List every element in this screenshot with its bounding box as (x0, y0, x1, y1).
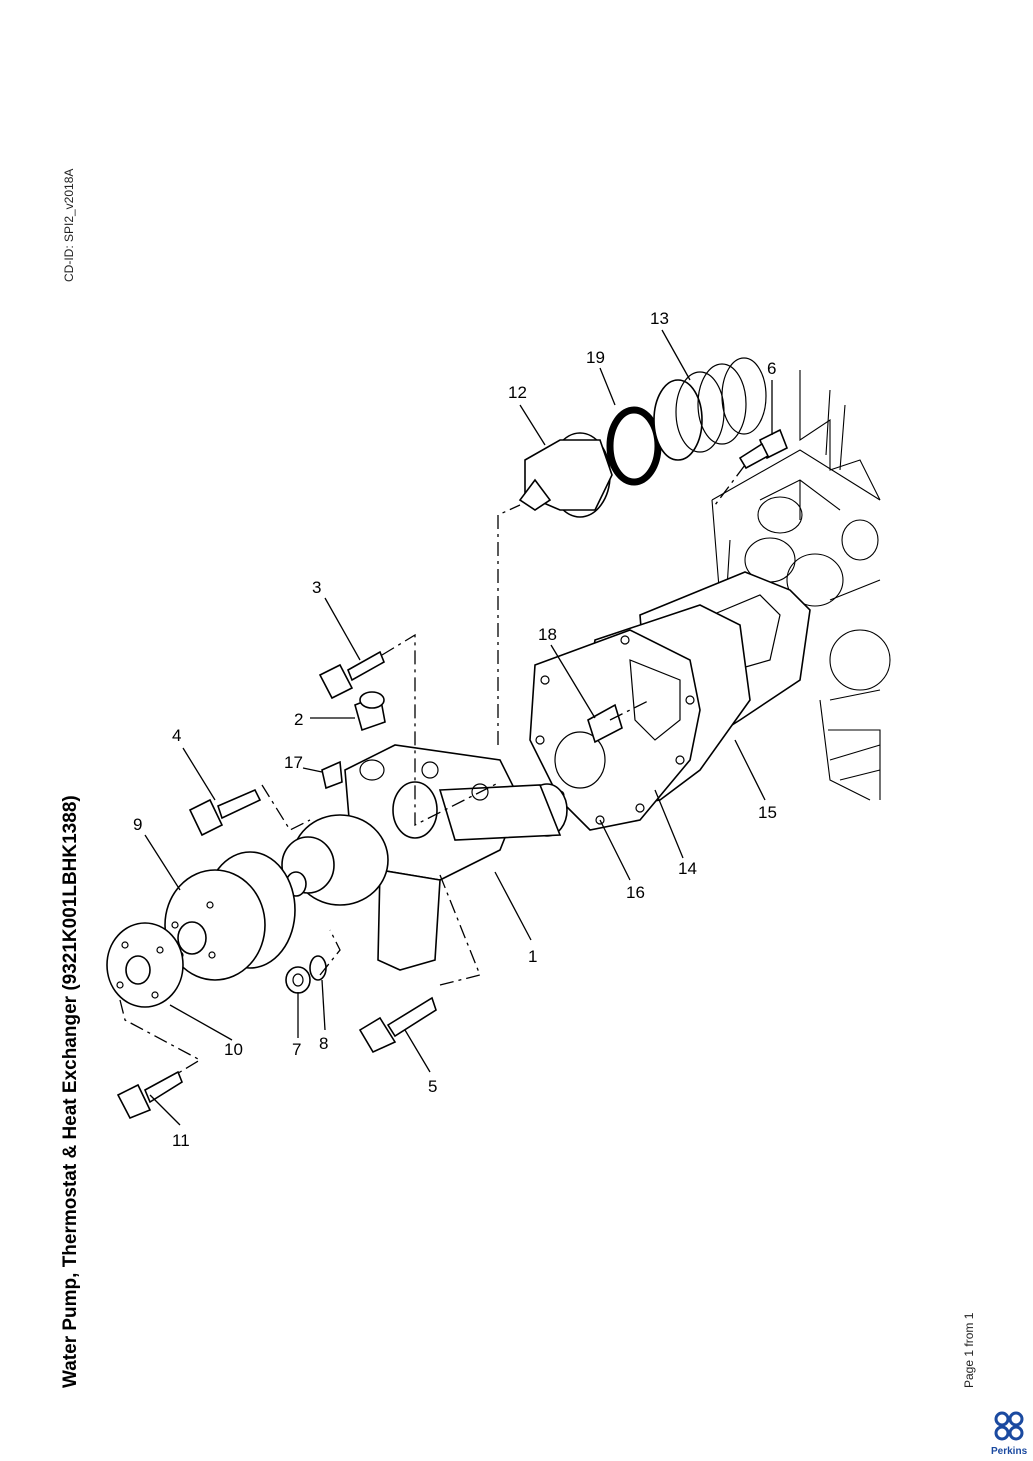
callout-5: 5 (428, 1077, 437, 1096)
callout-16: 16 (626, 883, 645, 902)
pump-body-1 (344, 744, 568, 971)
callout-12: 12 (508, 383, 527, 402)
bolt-3 (318, 650, 386, 700)
leader-lines (144, 329, 773, 1126)
bolt-6 (738, 428, 789, 470)
perkins-logo: Perkins (991, 1411, 1028, 1457)
bolt-4 (188, 788, 262, 837)
callout-18: 18 (538, 625, 557, 644)
pump-hub (281, 814, 389, 906)
callout-8: 8 (319, 1034, 328, 1053)
coil-13 (653, 357, 767, 461)
assembly-lines (119, 464, 746, 1076)
nut-7 (285, 966, 311, 994)
bolt-11 (116, 1070, 183, 1120)
plug-2 (354, 691, 386, 732)
flange-10 (106, 922, 184, 1008)
callout-labels: 1 2 3 4 5 6 7 8 9 10 11 12 13 14 15 16 1… (133, 309, 777, 1150)
callout-15: 15 (758, 803, 777, 822)
callout-7: 7 (292, 1040, 301, 1059)
callout-11: 11 (172, 1131, 190, 1150)
callout-1: 1 (528, 947, 537, 966)
callout-9: 9 (133, 815, 142, 834)
bolt-5 (358, 996, 437, 1054)
callout-2: 2 (294, 710, 303, 729)
pulley-9 (164, 851, 296, 981)
callout-3: 3 (312, 578, 321, 597)
callout-13: 13 (650, 309, 669, 328)
callout-14: 14 (678, 859, 697, 878)
washer-8 (309, 955, 327, 981)
seal-19 (606, 406, 662, 486)
brand-name: Perkins (991, 1446, 1028, 1457)
callout-17: 17 (284, 753, 303, 772)
callout-19: 19 (586, 348, 605, 367)
plug-17 (321, 760, 343, 790)
stud-18 (587, 703, 623, 744)
thermostat-12 (518, 432, 613, 518)
callout-10: 10 (224, 1040, 243, 1059)
callout-4: 4 (172, 726, 181, 745)
callout-6: 6 (767, 359, 776, 378)
